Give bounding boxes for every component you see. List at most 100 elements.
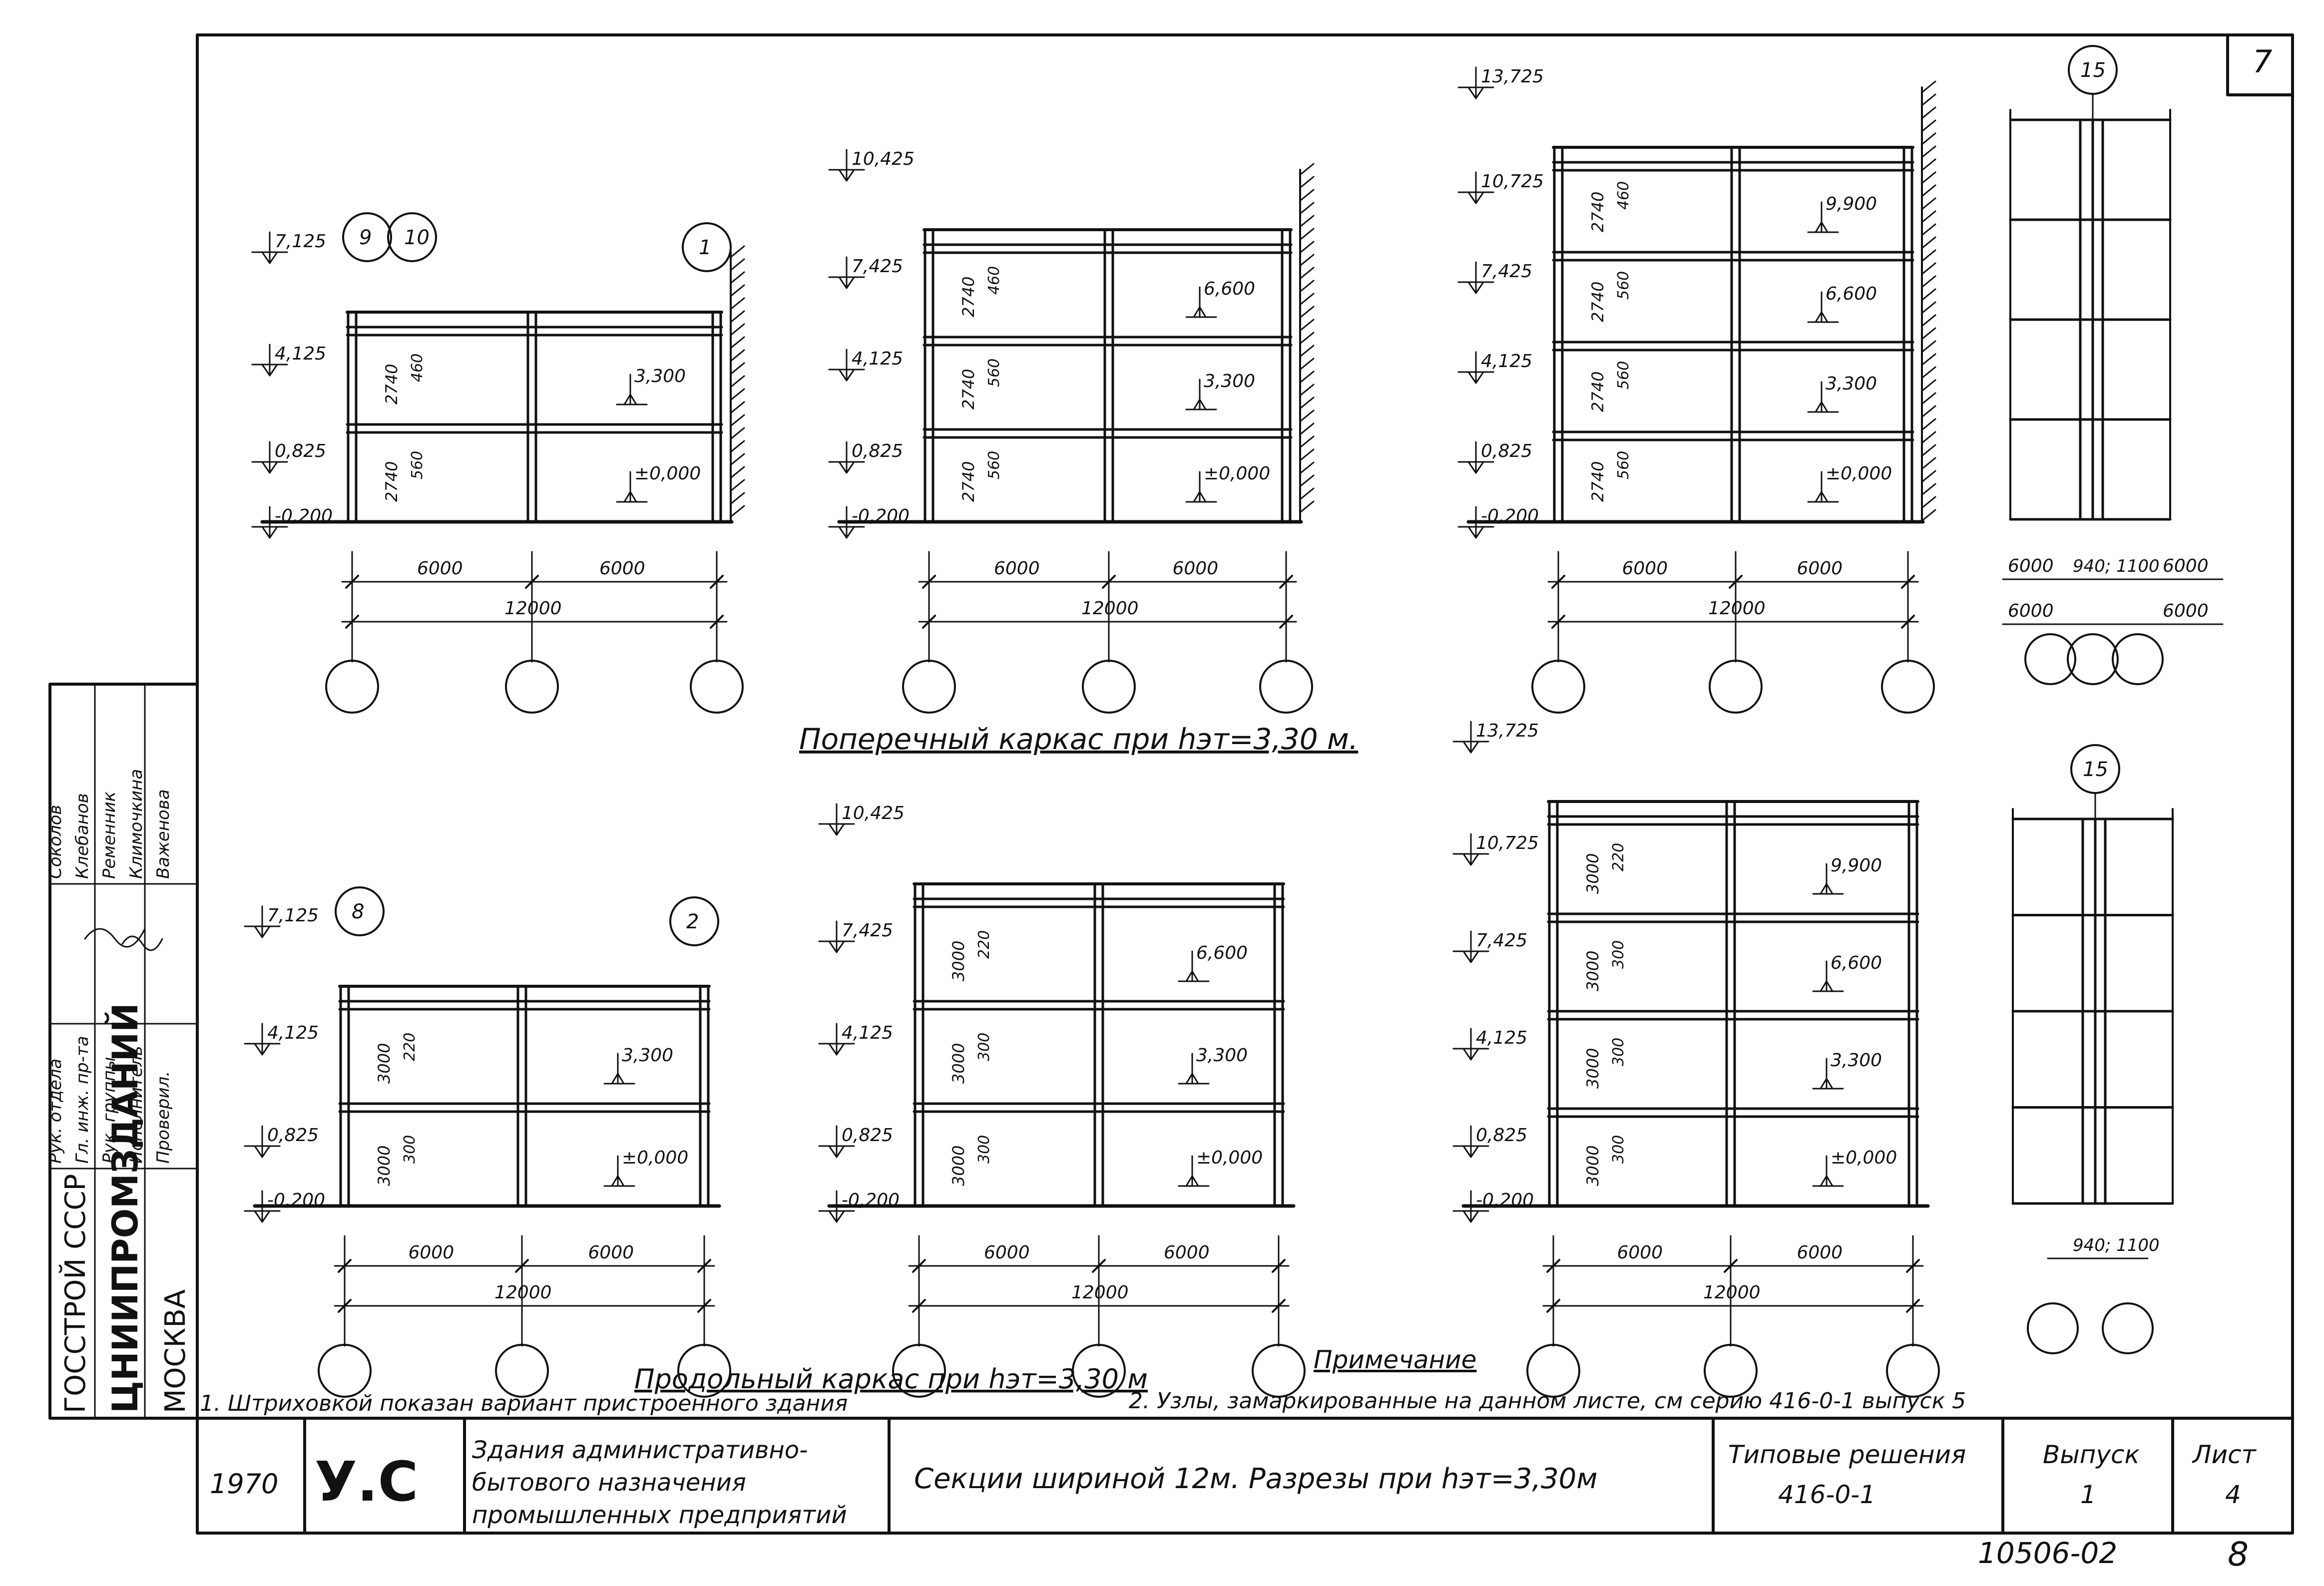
dimension-tick	[525, 575, 539, 589]
level-mark: 6,600	[1185, 279, 1255, 318]
dimension-tick	[1729, 575, 1743, 589]
dimension-tick	[1546, 1299, 1560, 1313]
hatch	[1299, 215, 1315, 228]
level-label: 6,600	[1831, 953, 1882, 973]
page-number: 8	[2228, 1535, 2249, 1574]
level-label: ±0,000	[1196, 1148, 1263, 1168]
hatch	[1299, 384, 1315, 396]
dimension-tick	[1724, 1259, 1738, 1273]
beam-depth-label: 220	[1610, 843, 1627, 871]
level-mark: 3,300	[1178, 1045, 1248, 1085]
hatch	[1921, 457, 1936, 470]
node-callout	[682, 222, 732, 272]
dimension-tick	[697, 1299, 711, 1313]
hatch	[1921, 418, 1936, 431]
elevation-label: 7,125	[275, 231, 326, 252]
elevation-label: 0,825	[275, 441, 326, 461]
elevation-label: 10,425	[842, 803, 905, 823]
beam-depth-label: 300	[1610, 940, 1627, 969]
hatch	[1921, 301, 1936, 314]
elevation-label: -0,200	[1476, 1190, 1534, 1210]
axis-circle	[1881, 660, 1935, 714]
hatch	[1921, 509, 1936, 522]
signature-mark	[84, 928, 146, 948]
level-label: ±0,000	[1826, 463, 1892, 484]
node-callout-label: 8	[352, 900, 364, 923]
hatch	[730, 505, 745, 518]
hatch	[730, 479, 745, 492]
hatch	[1299, 267, 1315, 280]
hatch	[730, 336, 745, 349]
signature-role: Рук. отдела	[45, 1059, 65, 1164]
signature-mark	[121, 935, 163, 951]
note-1: 1. Штриховкой показан вариант пристроенн…	[200, 1391, 848, 1416]
elevation-label: -0,200	[1481, 506, 1539, 526]
dimension-tick	[1551, 575, 1565, 589]
beam-depth-label: 300	[401, 1135, 419, 1164]
level-label: ±0,000	[1831, 1148, 1897, 1168]
beam-depth-label: 560	[985, 359, 1003, 387]
elevation-mark: -0,200	[818, 1190, 900, 1223]
level-mark: 6,600	[1812, 953, 1882, 992]
hatch	[730, 427, 745, 440]
hatch	[1921, 444, 1936, 457]
dimension-tick	[1279, 615, 1293, 629]
hatch	[730, 414, 745, 427]
span-dimension: 6000	[417, 558, 463, 579]
level-mark: 9,900	[1807, 194, 1877, 233]
level-mark: 9,900	[1812, 855, 1882, 895]
level-label: 3,300	[1204, 371, 1255, 392]
hatch	[1299, 409, 1315, 422]
elevation-mark: 7,125	[244, 905, 319, 938]
level-mark: 6,600	[1807, 284, 1877, 323]
level-label: ±0,000	[634, 463, 701, 484]
hatched-wall	[730, 245, 745, 523]
level-label: 6,600	[1826, 284, 1877, 304]
elevation-label: 7,425	[1481, 261, 1532, 282]
level-mark: 3,300	[1812, 1050, 1882, 1090]
level-label: 9,900	[1826, 194, 1877, 214]
elevation-label: 7,425	[842, 920, 893, 941]
level-mark: ±0,000	[1185, 463, 1270, 503]
span-dimension: 6000	[588, 1242, 634, 1263]
hatch	[1921, 483, 1936, 496]
dimension-tick	[1102, 575, 1116, 589]
span-dimension: 6000	[1622, 558, 1668, 579]
elevation-mark: 4,125	[828, 349, 903, 382]
hatch	[1921, 275, 1936, 288]
hatch	[1921, 145, 1936, 158]
hatch	[1921, 249, 1936, 262]
elevation-mark: 7,425	[1452, 930, 1527, 963]
hatch	[1299, 422, 1315, 435]
dimension-tick	[1901, 615, 1915, 629]
issue-label: Выпуск	[2043, 1440, 2140, 1469]
hatch	[1921, 366, 1936, 379]
signature-role: Исполнитель	[126, 1046, 146, 1164]
beam-depth-label: 460	[985, 266, 1003, 295]
hatch	[730, 245, 745, 258]
beam-depth-label: 300	[1610, 1135, 1627, 1164]
signature-role: Рук. группы	[99, 1057, 119, 1164]
dimension-tick	[710, 615, 724, 629]
hatch	[1921, 210, 1936, 223]
elevation-mark: 4,125	[251, 344, 326, 377]
elevation-mark: 7,425	[828, 256, 903, 289]
elevation-label: -0,200	[842, 1190, 900, 1210]
elevation-label: 7,425	[852, 256, 903, 277]
hatch	[730, 349, 745, 362]
left-stamp: ГОССТРОЙ СССР ЦНИИПРОМЗДАНИЙ МОСКВА Рук.…	[45, 683, 199, 1420]
elevation-mark: -0,200	[828, 506, 910, 539]
floor-height-label: 3000	[1583, 1048, 1602, 1089]
hatch	[1921, 288, 1936, 301]
level-label: 3,300	[1831, 1050, 1882, 1071]
dimension-tick	[1906, 1299, 1920, 1313]
elevation-mark: 10,725	[1457, 171, 1544, 204]
elevation-mark: 10,425	[828, 149, 915, 182]
dimension-tick	[338, 1299, 352, 1313]
beam-depth-label: 560	[985, 451, 1003, 479]
span-dimension: 6000	[994, 558, 1040, 579]
node-callout-label: 9	[359, 226, 372, 249]
hatch	[1921, 496, 1936, 509]
